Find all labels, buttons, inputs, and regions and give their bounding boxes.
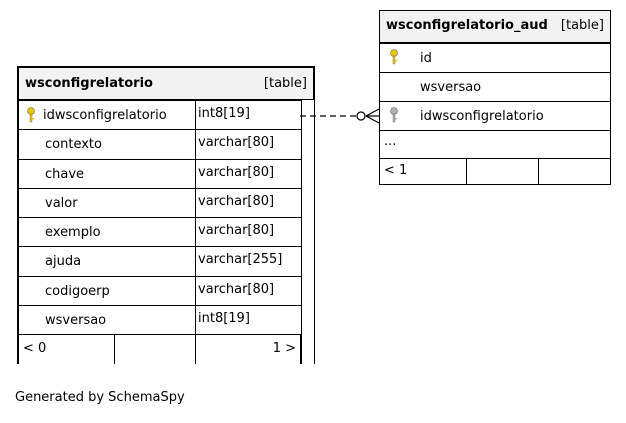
table-header: wsconfigrelatorio_aud [table] (380, 11, 610, 43)
column-type: varchar[80] (198, 164, 275, 180)
more-columns-label: ... (384, 134, 397, 149)
footer-mid-cell (466, 158, 539, 184)
column-name-cell: idwsconfigrelatorio (19, 100, 196, 131)
column-type: varchar[80] (198, 193, 275, 209)
column-name: chave (45, 166, 85, 182)
table-right-strip (301, 100, 314, 364)
column-type-cell: varchar[80] (195, 158, 302, 189)
column-name-cell: exemplo (19, 217, 196, 248)
column-type-cell: int8[19] (195, 304, 302, 335)
column-name: ajuda (45, 254, 82, 270)
footer-left-cell: < 0 (19, 334, 115, 364)
column-name: exemplo (45, 225, 101, 240)
table-name: wsconfigrelatorio (25, 76, 153, 91)
footer-right-count: 1 > (272, 341, 296, 356)
foreign-key-icon (390, 107, 398, 123)
column-name-cell: chave (19, 158, 196, 189)
column-type: varchar[255] (198, 252, 283, 268)
optional-circle-marker (356, 111, 366, 121)
column-type: int8[19] (198, 310, 250, 326)
footer-mid-cell (114, 334, 196, 364)
column-type: varchar[80] (198, 135, 275, 151)
column-name: codigoerp (45, 283, 110, 299)
column-type-cell: int8[19] (195, 100, 302, 131)
table-header: wsconfigrelatorio [table] (19, 68, 313, 100)
column-type: varchar[80] (198, 223, 275, 238)
column-type-cell: varchar[80] (195, 129, 302, 160)
column-name-cell: wsversao (19, 304, 196, 335)
table-name: wsconfigrelatorio_aud (386, 18, 548, 33)
footer-left-count: < 1 (384, 163, 408, 178)
table-wsconfigrelatorio: wsconfigrelatorio [table] idwsconfigrela… (17, 66, 315, 364)
primary-key-icon (27, 107, 35, 123)
column-name-cell: valor (19, 187, 196, 218)
footer-right-cell: 1 > (195, 334, 301, 364)
column-name: idwsconfigrelatorio (420, 109, 544, 124)
column-name-cell: ajuda (19, 246, 196, 277)
primary-key-icon (390, 49, 398, 65)
table-type-label: [table] (560, 18, 604, 33)
column-name: wsversao (45, 312, 107, 328)
table-wsconfigrelatorio-aud: wsconfigrelatorio_aud [table] id wsversao… (379, 10, 611, 185)
footer-left-count: < 0 (23, 341, 47, 356)
column-row: idwsconfigrelatorio (380, 101, 610, 131)
generated-by-label: Generated by SchemaSpy (15, 390, 185, 405)
crow-foot-upper (365, 108, 380, 117)
column-name: id (420, 51, 432, 66)
crow-foot-lower (365, 115, 380, 124)
column-name-cell: contexto (19, 129, 196, 160)
column-name: idwsconfigrelatorio (43, 108, 167, 123)
column-type: int8[19] (198, 106, 250, 121)
column-name: contexto (45, 137, 102, 153)
column-name: valor (45, 195, 78, 211)
footer-right-cell (538, 158, 610, 184)
column-type: varchar[80] (198, 281, 275, 297)
table-type-label: [table] (263, 76, 307, 91)
column-name: wsversao (420, 80, 482, 95)
column-row: wsversao (380, 72, 610, 102)
